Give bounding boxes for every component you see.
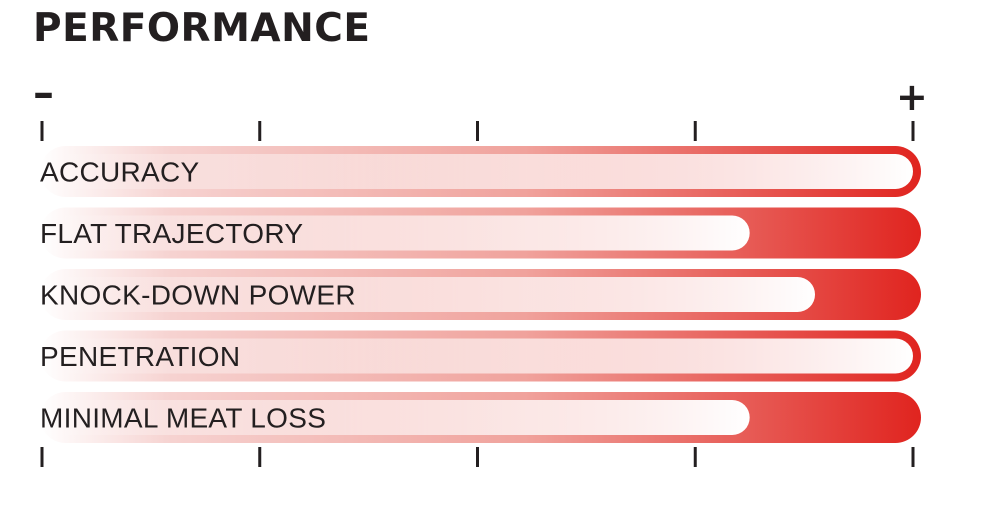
bar-label: MINIMAL MEAT LOSS <box>40 403 326 434</box>
axis-ticks <box>40 121 915 467</box>
bar-fill <box>40 215 750 251</box>
bar-fill <box>40 338 913 374</box>
bar-label: FLAT TRAJECTORY <box>40 218 303 249</box>
bar-row-2: KNOCK-DOWN POWER <box>40 269 921 320</box>
bar-label: KNOCK-DOWN POWER <box>40 280 356 311</box>
bar-fill <box>40 277 816 312</box>
bar-fill <box>40 154 913 189</box>
bar-row-1: FLAT TRAJECTORY <box>40 207 921 259</box>
bar-fill <box>40 400 750 435</box>
bar-row-4: MINIMAL MEAT LOSS <box>40 392 921 443</box>
scale-min-label: – <box>33 68 54 117</box>
bar-label: ACCURACY <box>40 157 200 188</box>
bar-row-0: ACCURACY <box>40 146 921 197</box>
bar-label: PENETRATION <box>40 341 240 372</box>
bar-row-3: PENETRATION <box>40 330 921 382</box>
chart-title: PERFORMANCE <box>33 6 371 51</box>
scale-max-label: + <box>896 75 928 119</box>
